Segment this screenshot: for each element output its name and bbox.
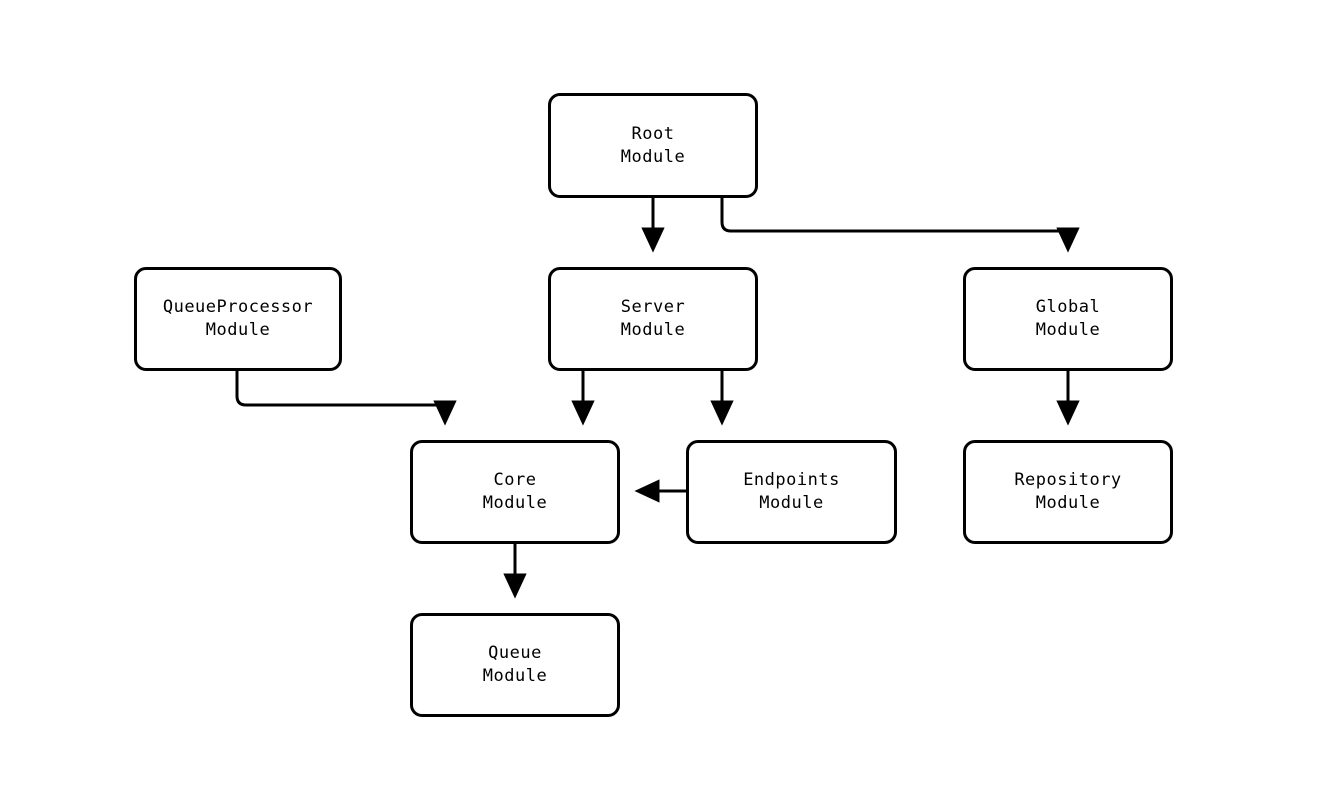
node-queueprocessor-module[interactable]: QueueProcessor Module	[134, 267, 342, 371]
node-label-line2: Module	[482, 493, 548, 513]
edge-root-to-global	[720, 198, 1080, 253]
node-label-line2: Module	[759, 493, 824, 513]
node-global-module[interactable]: Global Module	[963, 267, 1173, 371]
node-label-line1: Core	[493, 470, 537, 490]
node-core-module[interactable]: Core Module	[410, 440, 620, 544]
node-label-line2: Module	[620, 320, 686, 340]
node-label-line1: Repository	[1014, 470, 1122, 490]
node-label-line1: Queue	[488, 643, 542, 663]
node-label-line1: Root	[631, 123, 675, 144]
node-label-line1: Global	[1035, 297, 1101, 317]
node-repository-module[interactable]: Repository Module	[963, 440, 1173, 544]
node-label-line2: Module	[620, 146, 686, 167]
node-server-module[interactable]: Server Module	[548, 267, 758, 371]
node-label-line1: Endpoints	[743, 470, 840, 490]
node-label-line2: Module	[1035, 320, 1101, 340]
node-label-line1: Server	[620, 297, 686, 317]
node-endpoints-module[interactable]: Endpoints Module	[686, 440, 897, 544]
node-label-line2: Module	[205, 320, 271, 340]
node-queue-module[interactable]: Queue Module	[410, 613, 620, 717]
node-label-line1: QueueProcessor	[162, 297, 314, 317]
node-label-line2: Module	[1035, 493, 1101, 513]
node-root-module[interactable]: Root Module	[548, 93, 758, 198]
node-label-line2: Module	[482, 666, 548, 686]
edge-queueprocessor-to-core	[235, 371, 457, 426]
